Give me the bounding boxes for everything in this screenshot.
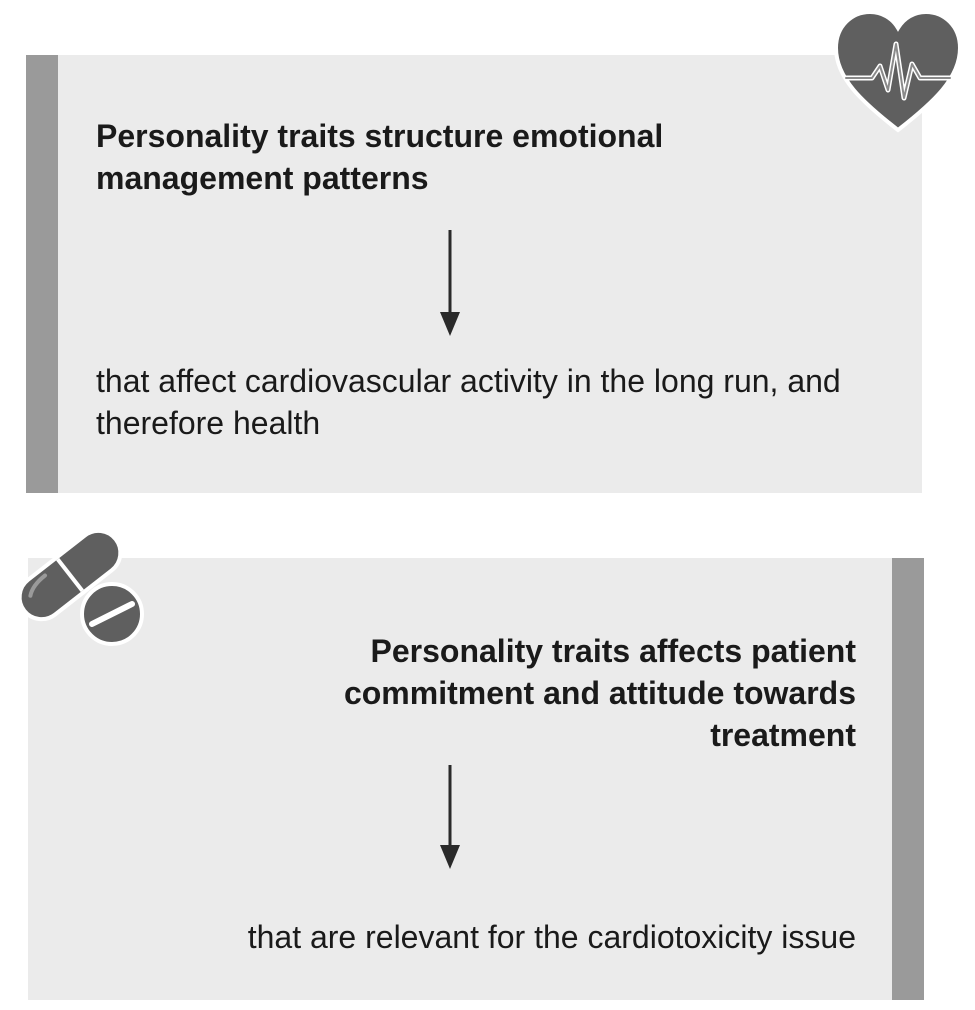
bottom-panel: Personality traits affects patient commi…	[28, 558, 924, 1000]
top-panel-heading: Personality traits structure emotional m…	[96, 118, 664, 196]
bottom-panel-accent-bar	[892, 558, 924, 1000]
bottom-panel-down-arrow-icon	[440, 765, 460, 869]
bottom-panel-heading: Personality traits affects patient commi…	[343, 633, 856, 753]
top-panel-accent-bar	[26, 55, 58, 493]
top-panel-down-arrow-icon	[440, 230, 460, 336]
bottom-panel-body: that are relevant for the cardiotoxicity…	[247, 919, 856, 955]
top-panel: Personality traits structure emotional m…	[26, 55, 922, 493]
top-panel-body: that affect cardiovascular activity in t…	[96, 363, 841, 441]
pills-icon	[17, 528, 144, 646]
heart-pulse-icon	[833, 9, 963, 133]
